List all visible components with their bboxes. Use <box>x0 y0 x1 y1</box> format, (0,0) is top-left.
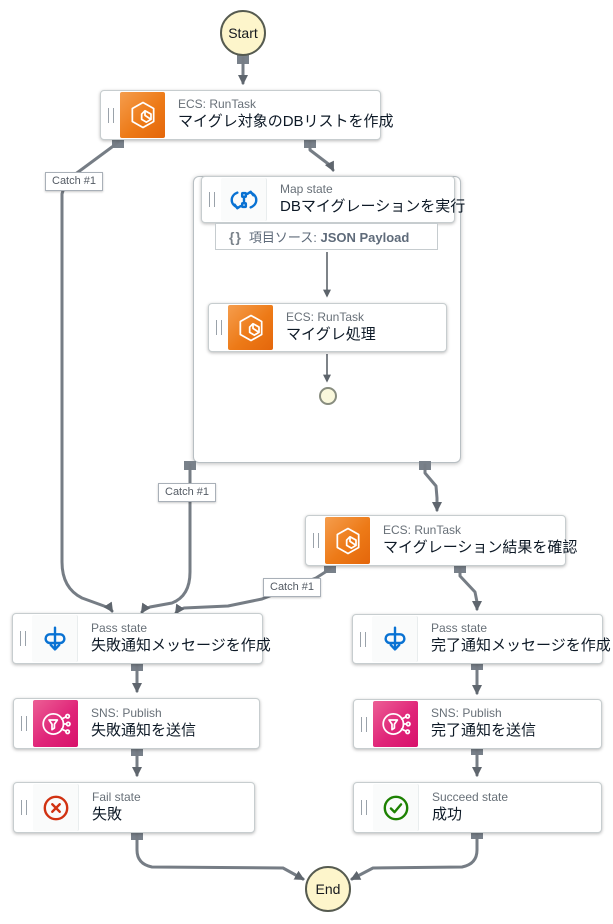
state-title: 完了通知メッセージを作成 <box>431 637 611 655</box>
drag-handle-icon[interactable] <box>354 783 373 832</box>
sns-icon <box>373 701 418 747</box>
map-item-source-bar[interactable]: {} 項目ソース: JSON Payload <box>215 223 438 250</box>
drag-handle-icon[interactable] <box>101 91 120 139</box>
state-subtitle: Map state <box>280 181 333 196</box>
state-title: マイグレーション結果を確認 <box>383 538 578 556</box>
state-fail-publish[interactable]: SNS: Publish 失敗通知を送信 <box>13 698 260 749</box>
drag-handle-icon[interactable] <box>306 516 325 565</box>
state-subtitle: ECS: RunTask <box>383 522 462 537</box>
state-title: 完了通知を送信 <box>431 722 537 740</box>
state-create-db-list[interactable]: ECS: RunTask マイグレ対象のDBリストを作成 <box>100 90 394 140</box>
ecs-icon <box>325 517 370 564</box>
state-title: 失敗通知メッセージを作成 <box>91 636 271 654</box>
state-subtitle: Fail state <box>92 789 141 804</box>
state-map[interactable]: Map state DBマイグレーションを実行 <box>201 176 466 223</box>
drag-handle-icon[interactable] <box>209 304 228 351</box>
catch-label-1[interactable]: Catch #1 <box>45 172 104 191</box>
drag-handle-icon[interactable] <box>202 177 221 222</box>
fail-icon <box>33 784 79 831</box>
edge-succeed-to-end <box>350 833 479 881</box>
edge-map-to-check <box>423 463 442 512</box>
edge-fail-to-end <box>135 833 305 881</box>
state-title: マイグレ対象のDBリストを作成 <box>178 113 394 131</box>
state-title: 失敗 <box>92 805 123 823</box>
edge-check-to-success-message <box>458 567 482 611</box>
state-subtitle: Succeed state <box>432 789 509 804</box>
state-fail[interactable]: Fail state 失敗 <box>13 782 255 833</box>
drag-handle-icon[interactable] <box>353 615 372 663</box>
end-label: End <box>315 881 341 897</box>
pass-icon <box>372 616 418 662</box>
state-subtitle: ECS: RunTask <box>178 97 257 112</box>
edge-create-to-map <box>308 140 335 172</box>
succeed-icon <box>373 784 419 831</box>
state-subtitle: Pass state <box>91 620 148 635</box>
ecs-icon <box>228 305 273 350</box>
sns-icon <box>33 700 78 747</box>
state-fail-message[interactable]: Pass state 失敗通知メッセージを作成 <box>12 613 271 664</box>
end-node: End <box>305 866 351 912</box>
state-succeed[interactable]: Succeed state 成功 <box>353 782 602 833</box>
pass-icon <box>32 615 78 662</box>
drag-handle-icon[interactable] <box>13 614 32 663</box>
state-subtitle: SNS: Publish <box>431 706 502 721</box>
state-title: マイグレ処理 <box>286 325 376 343</box>
edge-create-catch <box>60 140 120 613</box>
drag-handle-icon[interactable] <box>354 700 373 748</box>
state-title: DBマイグレーションを実行 <box>280 197 466 215</box>
edge-map-catch <box>140 463 192 614</box>
state-subtitle: ECS: RunTask <box>286 309 365 324</box>
ecs-icon <box>120 92 165 138</box>
json-braces-icon: {} <box>229 228 242 245</box>
item-source-text: 項目ソース: JSON Payload <box>248 230 410 245</box>
start-node: Start <box>220 10 266 56</box>
state-migrate-task[interactable]: ECS: RunTask マイグレ処理 <box>208 303 447 352</box>
catch-label-2[interactable]: Catch #1 <box>158 483 217 502</box>
state-subtitle: Pass state <box>431 621 488 636</box>
state-title: 失敗通知を送信 <box>91 721 197 739</box>
edge-check-catch <box>174 567 332 615</box>
state-title: 成功 <box>432 805 463 823</box>
drag-handle-icon[interactable] <box>14 699 33 748</box>
state-success-publish[interactable]: SNS: Publish 完了通知を送信 <box>353 699 602 749</box>
state-success-message[interactable]: Pass state 完了通知メッセージを作成 <box>352 614 611 664</box>
state-check-result[interactable]: ECS: RunTask マイグレーション結果を確認 <box>305 515 578 566</box>
map-iteration-end-node <box>319 387 337 405</box>
catch-label-3[interactable]: Catch #1 <box>263 578 322 597</box>
state-subtitle: SNS: Publish <box>91 705 162 720</box>
map-icon <box>221 178 267 221</box>
drag-handle-icon[interactable] <box>14 783 33 832</box>
start-label: Start <box>228 25 258 41</box>
